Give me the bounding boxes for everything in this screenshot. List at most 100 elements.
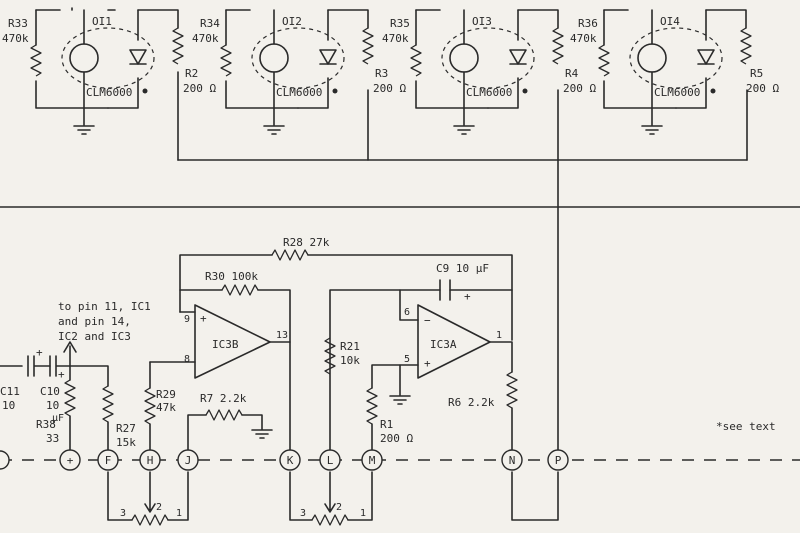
oi3-rshunt-name: R4 <box>565 67 579 80</box>
connector-label-n: N <box>509 454 516 467</box>
optoisolator-oi4: R36 470k OI4 CLM6000 R5 200 Ω <box>570 9 779 135</box>
oi2-part: CLM6000 <box>276 86 322 99</box>
r27-name: R27 <box>116 422 136 435</box>
oi3-part: CLM6000 <box>466 86 512 99</box>
oi2-name: OI2 <box>282 15 302 28</box>
pot1-pin3: 3 <box>120 508 126 519</box>
oi3-rshunt-value: 200 Ω <box>563 82 596 95</box>
oi4-part: CLM6000 <box>654 86 700 99</box>
c10-unit: μF <box>52 413 64 424</box>
c10-plus: + <box>58 368 65 381</box>
connector-label-j: J <box>185 454 192 467</box>
pin-note-line1: to pin 11, IC1 <box>58 300 151 313</box>
ic3b-plus-sign: + <box>200 312 207 325</box>
c11-plus: + <box>36 346 43 359</box>
optoisolator-row: R33 470k OI1 CLM6000 R2 200 Ω R34 470 <box>2 7 779 161</box>
oi1-part: CLM6000 <box>86 86 132 99</box>
connector-node-l <box>319 449 341 471</box>
oi2-rseries-value: 470k <box>192 32 219 45</box>
c10-name: C10 <box>40 385 60 398</box>
oi3-name: OI3 <box>472 15 492 28</box>
oi4-rshunt-name: R5 <box>750 67 763 80</box>
c11-value: 10 <box>2 399 15 412</box>
connector-node-m <box>361 449 383 471</box>
optoisolator-oi3: R35 470k OI3 CLM6000 R4 200 Ω <box>382 9 596 135</box>
oi1-rseries-name: R33 <box>8 17 28 30</box>
connector-label-m: M <box>369 454 376 467</box>
connector-node-offpage <box>0 450 10 470</box>
ic3a-pin5: 5 <box>404 354 410 365</box>
pot-2: 3 2 1 <box>289 471 373 526</box>
opamp-ic3a: − + IC3A 6 5 1 <box>371 289 513 405</box>
oi2-rseries-name: R34 <box>200 17 220 30</box>
connector-node-k <box>279 449 301 471</box>
oi4-rseries-name: R36 <box>578 17 598 30</box>
oi1-rshunt-name: R2 <box>185 67 198 80</box>
r29-value: 47k <box>156 401 176 414</box>
ic3a-plus-sign: + <box>424 357 431 370</box>
connector-label-h: H <box>147 454 154 467</box>
pot2-pin1: 1 <box>360 508 366 519</box>
r27-value: 15k <box>116 436 136 449</box>
oi2-rshunt-name: R3 <box>375 67 388 80</box>
oi3-rseries-value: 470k <box>382 32 409 45</box>
r29-name: R29 <box>156 388 176 401</box>
r6-label: R6 2.2k <box>448 396 495 409</box>
c9-plus: + <box>464 290 471 303</box>
c11-name: C11 <box>0 385 20 398</box>
optoisolator-oi1: R33 470k OI1 CLM6000 R2 200 Ω <box>2 7 216 135</box>
ic3b-label: IC3B <box>212 338 239 351</box>
pin-note-line2: and pin 14, <box>58 315 131 328</box>
c10-value: 10 <box>46 399 59 412</box>
pot2-pin3: 3 <box>300 508 306 519</box>
connector-label-plus: + <box>67 454 74 467</box>
r38-value: 33 <box>46 432 59 445</box>
ic3a-pin1: 1 <box>496 330 502 341</box>
r7-label: R7 2.2k <box>200 392 247 405</box>
pot-1: 3 2 1 <box>107 471 189 526</box>
pot2-pin2: 2 <box>336 502 342 513</box>
amplifier-stage: R28 27k R30 100k + IC3B 9 8 13 R29 47k R… <box>0 236 800 526</box>
r30-label: R30 100k <box>205 270 258 283</box>
ic3b-pin13: 13 <box>276 330 288 341</box>
r38-name: R38 <box>36 418 56 431</box>
np-link <box>511 471 559 521</box>
connector-label-l: L <box>327 454 334 467</box>
ic3a-pin6: 6 <box>404 307 410 318</box>
optoisolator-oi2: R34 470k OI2 CLM6000 R3 200 Ω <box>192 9 406 135</box>
oi2-rshunt-value: 200 Ω <box>373 82 406 95</box>
r28-label: R28 27k <box>283 236 330 249</box>
connector-node-p <box>547 449 569 471</box>
pin-note-line3: IC2 and IC3 <box>58 330 131 343</box>
connector-node-n <box>501 449 523 471</box>
connector-label-f: F <box>105 454 112 467</box>
oi3-rseries-name: R35 <box>390 17 410 30</box>
oi1-name: OI1 <box>92 15 112 28</box>
see-text-note: *see text <box>716 420 776 433</box>
c9-label: C9 10 μF <box>436 262 489 275</box>
oi1-rseries-value: 470k <box>2 32 29 45</box>
r21-value: 10k <box>340 354 360 367</box>
connector-node-j <box>177 449 199 471</box>
oi4-rseries-value: 470k <box>570 32 597 45</box>
connector-label-p: P <box>555 454 562 467</box>
connector-node-plus <box>59 449 81 471</box>
ic3b-pin9: 9 <box>184 314 190 325</box>
connector-node-h <box>139 449 161 471</box>
ic3a-label: IC3A <box>430 338 457 351</box>
connector-nodes: + F H J K L M N P <box>0 449 569 471</box>
oi4-name: OI4 <box>660 15 680 28</box>
connector-node-f <box>97 449 119 471</box>
r1-name: R1 <box>380 418 393 431</box>
oi1-rshunt-value: 200 Ω <box>183 82 216 95</box>
r21-name: R21 <box>340 340 360 353</box>
pot1-pin1: 1 <box>176 508 182 519</box>
ic3a-minus-sign: − <box>424 314 431 327</box>
opamp-ic3b: + IC3B 9 8 13 <box>149 304 291 451</box>
connector-label-k: K <box>287 454 294 467</box>
r1-value: 200 Ω <box>380 432 413 445</box>
oi4-rshunt-value: 200 Ω <box>746 82 779 95</box>
pot1-pin2: 2 <box>156 502 162 513</box>
ic3b-pin8: 8 <box>184 354 190 365</box>
